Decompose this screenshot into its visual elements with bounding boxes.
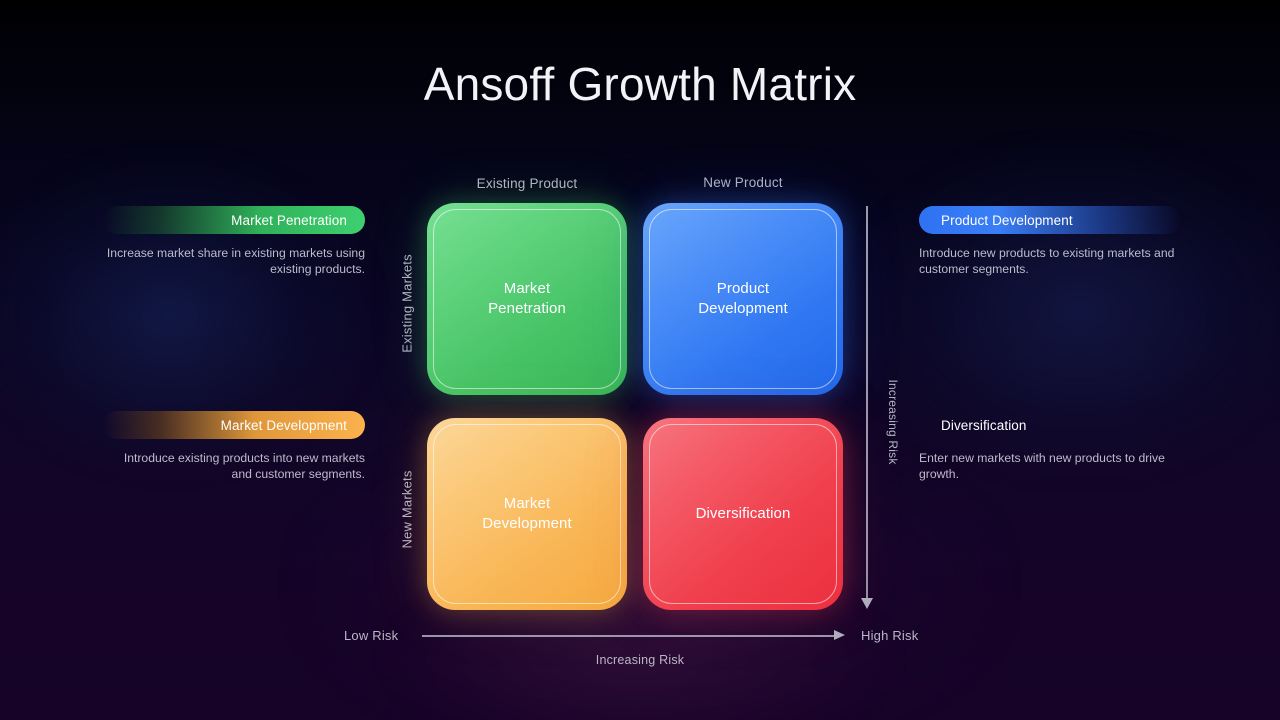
callout-title: Product Development bbox=[941, 212, 1073, 228]
callout-title: Market Penetration bbox=[231, 212, 347, 228]
callout-pill: Diversification bbox=[919, 411, 1181, 439]
callout-description: Enter new markets with new products to d… bbox=[919, 451, 1165, 482]
callout-diversification[interactable]: Diversification Enter new markets with n… bbox=[919, 411, 1181, 483]
vertical-axis-arrow-icon bbox=[861, 598, 873, 609]
column-header-existing-product: Existing Product bbox=[476, 176, 578, 191]
horizontal-risk-axis-line bbox=[422, 635, 834, 637]
callout-pill: Market Penetration bbox=[103, 206, 365, 234]
column-header-new-product: New Product bbox=[703, 175, 783, 190]
row-header-new-markets: New Markets bbox=[399, 470, 415, 549]
horizontal-axis-arrow-icon bbox=[834, 630, 845, 640]
vertical-risk-axis-line bbox=[866, 206, 868, 602]
quadrant-diversification[interactable]: Diversification bbox=[643, 418, 843, 610]
axis-label-high-risk: High Risk bbox=[861, 628, 919, 643]
callout-description: Introduce existing products into new mar… bbox=[123, 451, 365, 482]
callout-pill: Market Development bbox=[103, 411, 365, 439]
callout-market-penetration[interactable]: Market Penetration Increase market share… bbox=[103, 206, 365, 278]
axis-label-low-risk: Low Risk bbox=[344, 628, 399, 643]
callout-description: Introduce new products to existing marke… bbox=[919, 246, 1175, 277]
vertical-axis-caption: Increasing Risk bbox=[886, 379, 900, 465]
callout-product-development[interactable]: Product Development Introduce new produc… bbox=[919, 206, 1181, 278]
callout-description: Increase market share in existing market… bbox=[106, 246, 365, 277]
callout-title: Diversification bbox=[941, 417, 1027, 433]
page-title: Ansoff Growth Matrix bbox=[423, 58, 857, 110]
callout-pill: Product Development bbox=[919, 206, 1181, 234]
horizontal-axis-caption: Increasing Risk bbox=[595, 653, 685, 667]
callout-title: Market Development bbox=[220, 417, 347, 433]
row-header-existing-markets: Existing Markets bbox=[399, 254, 415, 353]
callout-market-development[interactable]: Market Development Introduce existing pr… bbox=[103, 411, 365, 483]
quadrant-label: Diversification bbox=[695, 504, 791, 522]
